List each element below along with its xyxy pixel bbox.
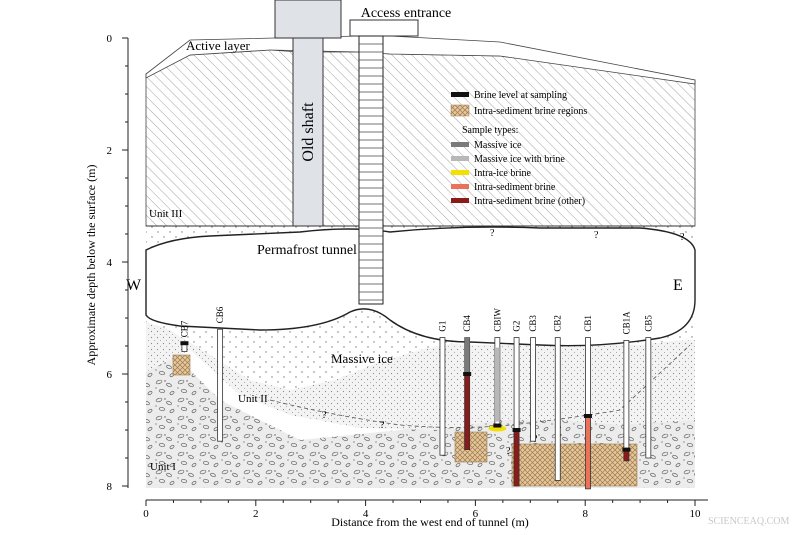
borehole-label: CB4 <box>462 315 472 332</box>
borehole-label: G1 <box>437 321 447 332</box>
x-tick-label: 0 <box>143 508 149 520</box>
old-shaft <box>292 37 324 227</box>
y-tick-label: 4 <box>107 257 113 269</box>
borehole <box>623 339 630 462</box>
x-tick-label: 2 <box>253 508 259 520</box>
legend-swatch <box>451 198 469 203</box>
legend-item-label: Intra-sediment brine <box>474 182 556 193</box>
borehole-brine-fill <box>513 429 520 487</box>
west-label: W <box>126 277 142 294</box>
borehole <box>554 337 561 481</box>
legend-swatch <box>451 142 469 147</box>
borehole-label: CB3 <box>528 315 538 332</box>
borehole-brine-fill <box>464 373 470 450</box>
borehole-label: CB2 <box>553 315 563 332</box>
brine-level-marker <box>512 428 521 432</box>
upper-hatched-layer <box>145 49 696 227</box>
x-tick-label: 8 <box>582 508 588 520</box>
unit-i-label: Unit I <box>150 461 176 473</box>
borehole-ice-fill <box>464 337 470 374</box>
legend-item-label: Massive ice <box>474 140 522 151</box>
legend-swatch <box>451 156 469 161</box>
legend-item-label: Intra-sediment brine (other) <box>474 196 585 207</box>
x-axis-label: Distance from the west end of tunnel (m) <box>331 515 529 529</box>
question-mark: ? <box>380 420 385 431</box>
legend-item-label: Intra-ice brine <box>474 168 531 179</box>
unit-iii-label: Unit III <box>149 208 183 220</box>
question-mark: ? <box>680 232 685 243</box>
legend-brine-level-label: Brine level at sampling <box>474 90 567 101</box>
legend-swatch <box>451 170 469 175</box>
east-label: E <box>673 277 683 294</box>
borehole <box>530 337 536 442</box>
x-tick-label: 4 <box>363 508 369 520</box>
legend-brine-region-label: Intra-sediment brine regions <box>474 106 587 117</box>
x-tick-label: 10 <box>690 508 702 520</box>
borehole-label: CB6 <box>215 306 225 323</box>
ladder-rungs <box>359 43 383 301</box>
y-tick-label: 2 <box>107 145 113 157</box>
intra-ice-brine-pocket <box>488 425 507 432</box>
question-mark: ? <box>322 410 327 421</box>
access-ladder <box>358 35 384 305</box>
question-mark: ? <box>506 446 511 457</box>
borehole <box>645 337 652 459</box>
unit-ii-label: Unit II <box>238 393 268 405</box>
brine-region-cb7 <box>172 354 191 376</box>
old-shaft-label: Old shaft <box>300 102 317 162</box>
massive-ice-label: Massive ice <box>331 351 393 366</box>
legend-brine-level-swatch <box>451 92 469 97</box>
borehole-label: CB1A <box>621 311 631 335</box>
borehole-label: G2 <box>512 321 522 332</box>
borehole-label: CB5 <box>643 315 653 332</box>
y-tick-label: 6 <box>107 369 113 381</box>
massive-ice-boundary <box>269 344 691 428</box>
question-mark: ? <box>490 228 495 239</box>
old-shaft-head <box>274 0 342 39</box>
active-layer-label: Active layer <box>186 38 251 53</box>
y-tick-label: 0 <box>107 33 113 45</box>
brine-level-marker <box>180 341 189 346</box>
permafrost-tunnel-shape <box>145 226 696 347</box>
x-ticks: 0 2 4 6 8 10 <box>143 500 701 520</box>
borehole-label: CB1 <box>583 315 593 332</box>
borehole-label: CBIW <box>492 308 502 332</box>
access-entrance-label: Access entrance <box>361 6 452 21</box>
borehole-label: CB7 <box>179 320 189 337</box>
y-ticks: 0 2 4 6 8 <box>107 33 128 493</box>
legend-swatch <box>451 184 469 189</box>
x-tick-label: 6 <box>473 508 479 520</box>
borehole <box>217 328 224 442</box>
legend-sample-types-heading: Sample types: <box>462 125 518 136</box>
y-axis-label: Approximate depth below the surface (m) <box>84 165 98 366</box>
brine-level-marker <box>493 423 502 428</box>
brine-region-main <box>511 443 638 487</box>
legend: Brine level at sampling Intra-sediment b… <box>450 90 587 207</box>
watermark: SCIENCEAQ.COM <box>708 516 790 527</box>
borehole-brine-fill <box>585 415 591 490</box>
legend-brine-region-swatch <box>450 104 470 117</box>
borehole-ice-brine-fill <box>494 347 500 422</box>
brine-level-marker <box>583 414 592 418</box>
brine-level-marker <box>463 372 472 376</box>
borehole <box>439 337 446 456</box>
brine-level-marker <box>622 447 631 452</box>
legend-item-label: Massive ice with brine <box>474 154 565 165</box>
question-mark: ? <box>594 230 599 241</box>
brine-region-cb4 <box>454 431 488 463</box>
y-tick-label: 8 <box>107 481 113 493</box>
access-entrance-box <box>349 19 419 37</box>
permafrost-tunnel-label: Permafrost tunnel <box>257 243 357 258</box>
